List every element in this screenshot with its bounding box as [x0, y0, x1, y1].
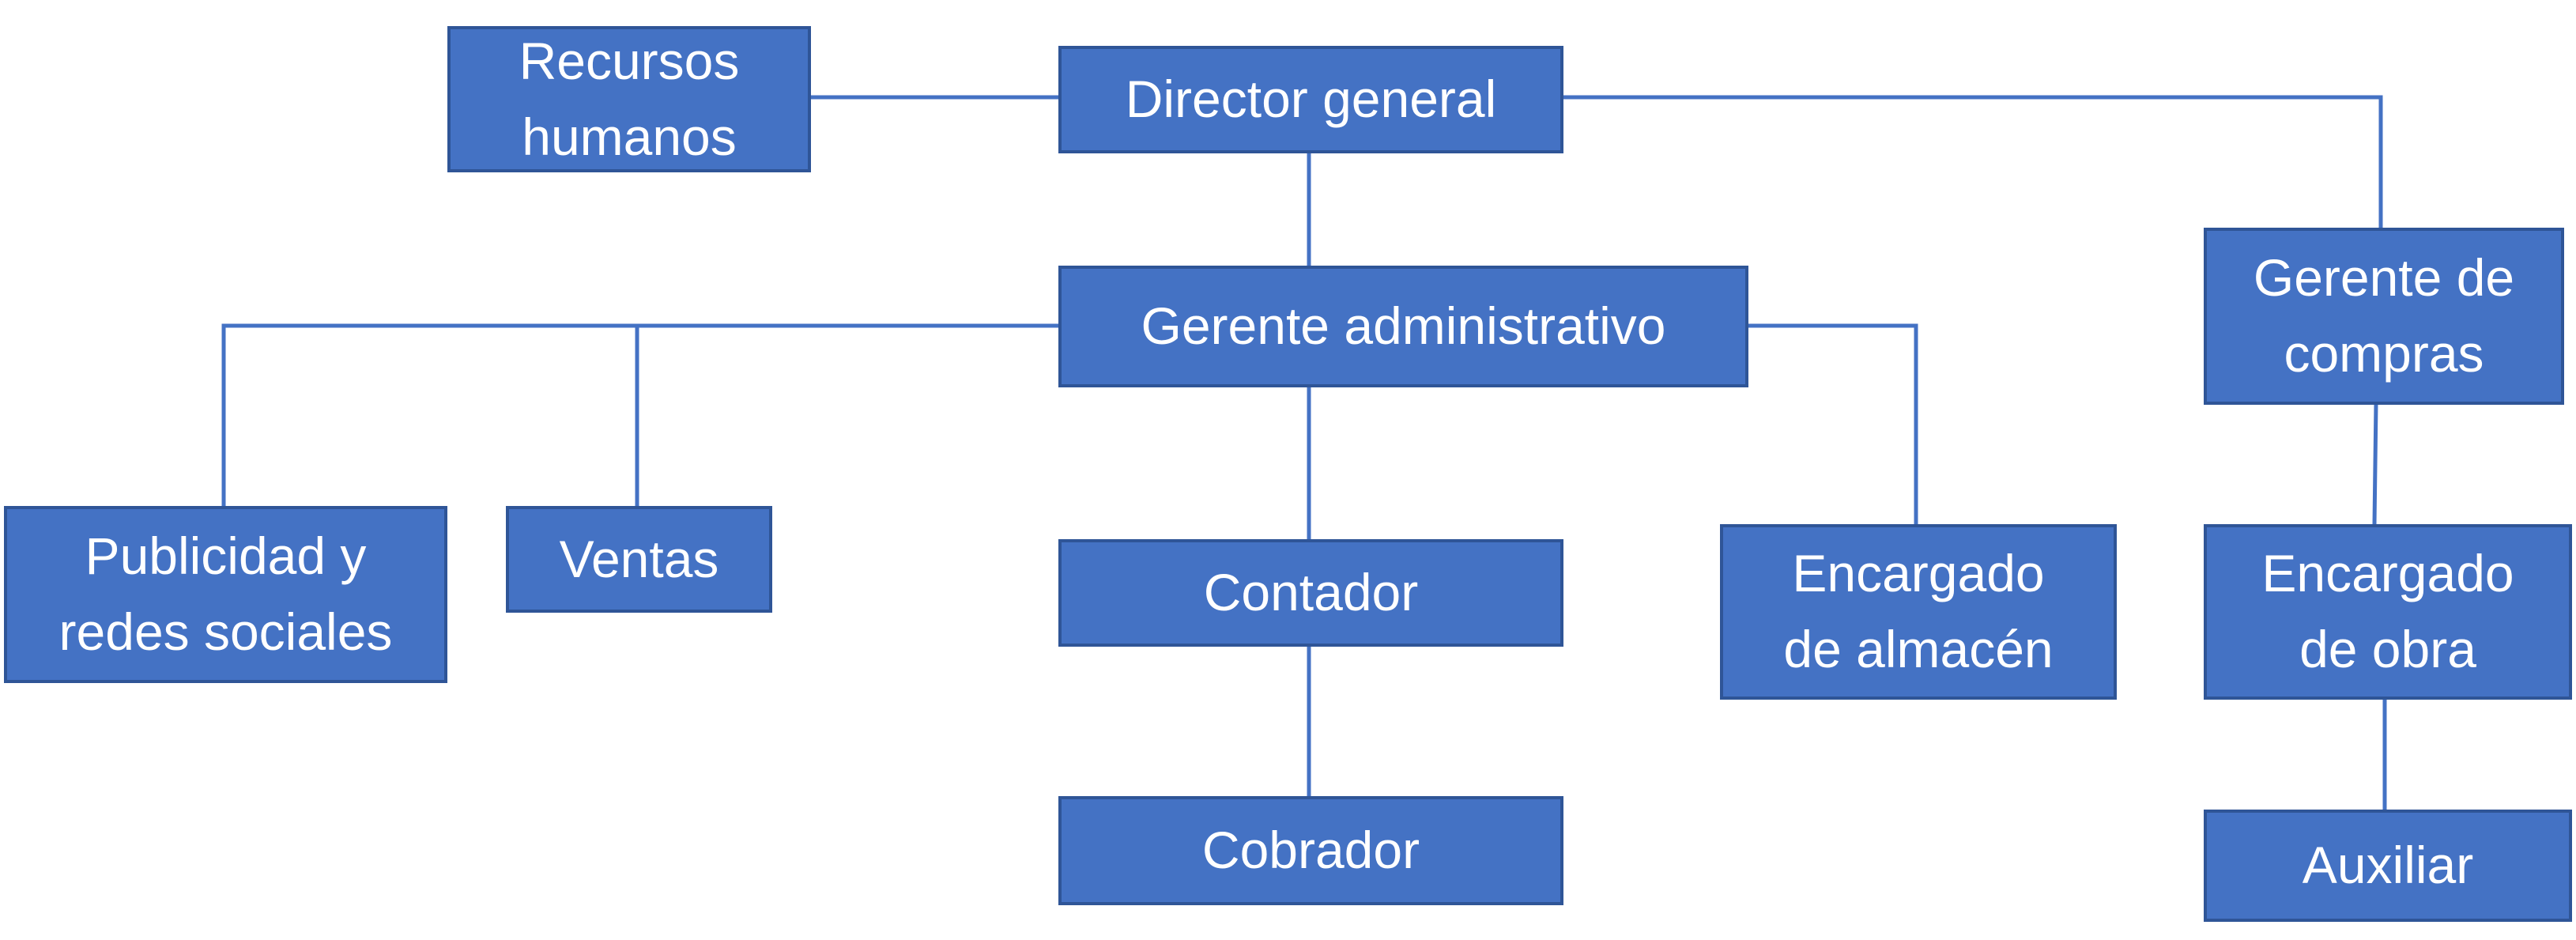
encargado-obra-label: Encargado de obra	[2261, 544, 2514, 678]
encargado-obra-box[interactable]: Encargado de obra	[2204, 524, 2572, 700]
publicidad-redes-sociales-label: Publicidad y redes sociales	[58, 527, 393, 661]
contador-label: Contador	[1203, 563, 1419, 622]
connector-compras-obra	[2372, 402, 2378, 525]
gerente-compras-box[interactable]: Gerente de compras	[2204, 228, 2564, 405]
connector-director-gerente-compras	[1561, 95, 2383, 228]
connector-admin-publicidad	[221, 323, 1059, 506]
publicidad-redes-sociales-box[interactable]: Publicidad y redes sociales	[4, 506, 447, 683]
recursos-humanos-label: Recursos humanos	[519, 31, 740, 166]
director-general-label: Director general	[1125, 70, 1497, 129]
connector-lines	[221, 95, 2387, 810]
recursos-humanos-box[interactable]: Recursos humanos	[447, 26, 811, 172]
encargado-almacen-box[interactable]: Encargado de almacén	[1720, 524, 2117, 700]
director-general-box[interactable]: Director general	[1058, 46, 1563, 153]
cobrador-label: Cobrador	[1201, 821, 1420, 880]
ventas-box[interactable]: Ventas	[506, 506, 772, 613]
cobrador-box[interactable]: Cobrador	[1058, 796, 1563, 905]
auxiliar-box[interactable]: Auxiliar	[2204, 810, 2572, 922]
gerente-compras-label: Gerente de compras	[2253, 248, 2515, 383]
contador-box[interactable]: Contador	[1058, 539, 1563, 647]
gerente-administrativo-label: Gerente administrativo	[1141, 296, 1666, 356]
encargado-almacen-label: Encargado de almacén	[1783, 544, 2054, 678]
connector-admin-almacen	[1747, 323, 1918, 524]
ventas-label: Ventas	[559, 529, 719, 588]
auxiliar-label: Auxiliar	[2302, 836, 2474, 895]
gerente-administrativo-box[interactable]: Gerente administrativo	[1058, 266, 1748, 387]
